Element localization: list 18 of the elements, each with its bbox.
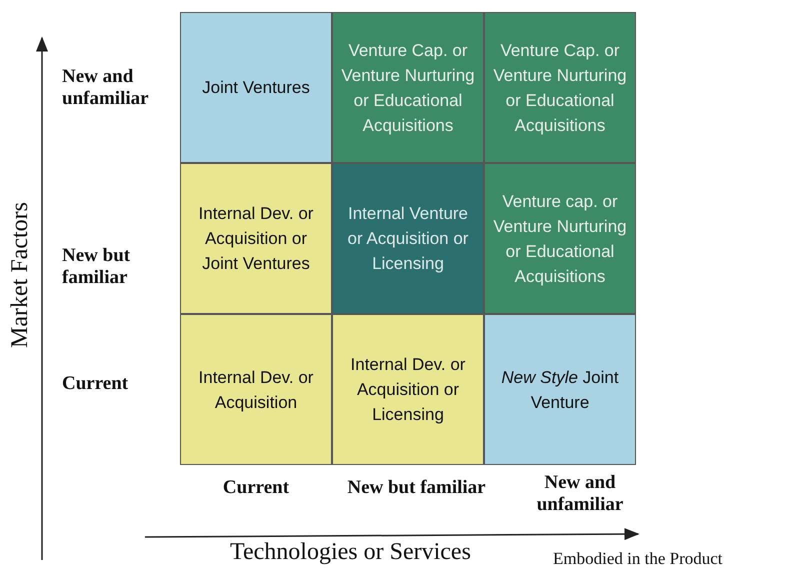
matrix-cell: Joint Ventures [180,12,332,163]
matrix-cell: Internal Venture or Acquisition or Licensing [332,163,484,314]
row-label: New but familiar [62,245,132,289]
matrix-cell: Internal Dev. or Acquisition [180,314,332,465]
column-label: Current [222,477,290,499]
row-label: New and unfamiliar [62,66,150,110]
matrix-cell: Venture cap. or Venture Nurturing or Educational Acquisitions [484,163,636,314]
matrix-cell: Internal Dev. or Acquisition or Licensing [332,314,484,465]
matrix-cell: New Style Joint Venture [484,314,636,465]
column-label: New and unfamiliar [536,472,624,516]
axis-title: Market Factors [9,202,31,348]
matrix-cell: Venture Cap. or Venture Nurturing or Educational Acquisitions [484,12,636,163]
column-label: New but familiar [346,477,487,499]
axis-title: Embodied in the Product [553,548,723,568]
matrix-cell: Internal Dev. or Acquisition or Joint Ventures [180,163,332,314]
axis-title: Technologies or Services [230,541,471,563]
matrix-cell: Venture Cap. or Venture Nurturing or Educational Acquisitions [332,12,484,163]
row-label: Current [62,373,130,395]
